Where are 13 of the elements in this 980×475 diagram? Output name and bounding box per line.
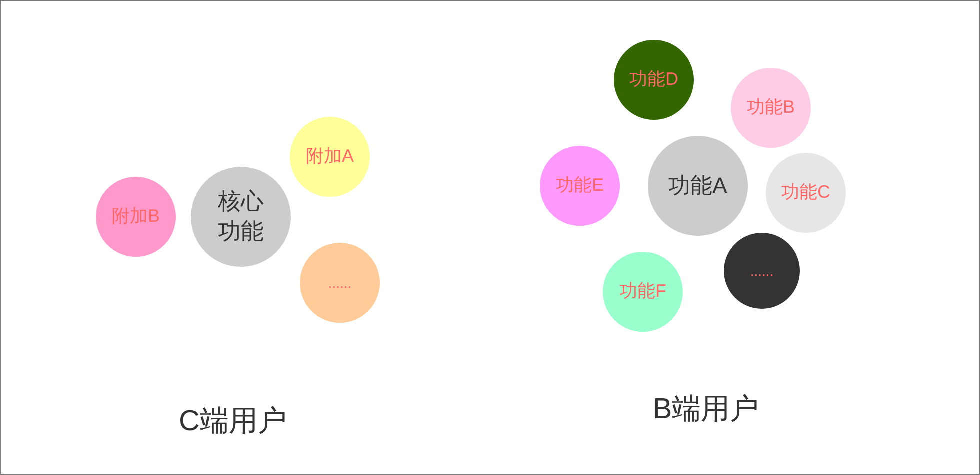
circle-node: 功能C	[766, 153, 846, 233]
group-label: B端用户	[652, 392, 760, 428]
circle-node: 功能F	[603, 252, 683, 332]
group-label: C端用户	[179, 404, 287, 440]
circle-node: 核心功能	[191, 167, 291, 267]
circle-node: 功能B	[731, 68, 811, 148]
circle-node: 功能D	[614, 40, 694, 120]
circle-node: 附加B	[96, 177, 176, 257]
circle-node: ......	[300, 243, 380, 323]
circle-node: 附加A	[290, 117, 370, 197]
circle-node: 功能A	[648, 136, 748, 236]
circle-node: 功能E	[540, 146, 620, 226]
circle-node: ......	[724, 233, 800, 309]
